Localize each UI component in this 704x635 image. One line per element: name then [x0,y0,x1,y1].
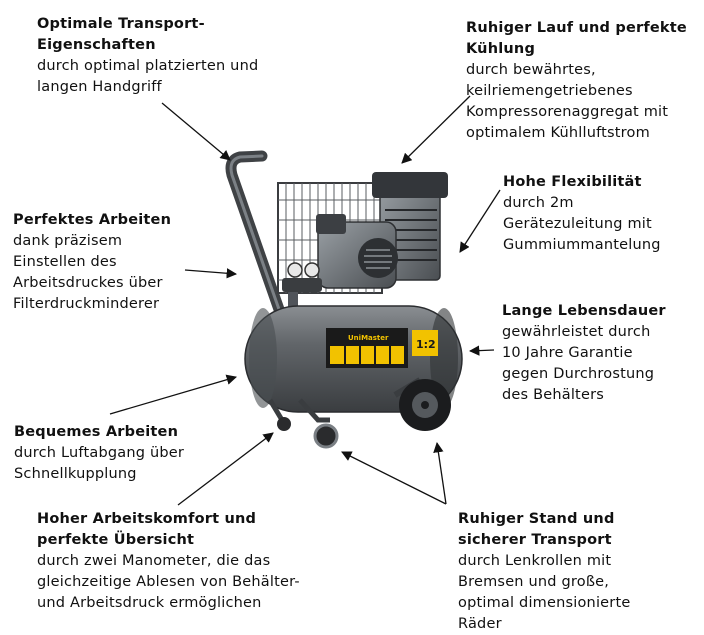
callout-heading: Hohe Flexibilität [503,174,642,190]
callout-heading: Ruhiger Lauf und perfekte [466,20,687,36]
callout-body: Räder [458,616,502,632]
arrow-arbeiten [184,268,238,279]
callout-body: durch Lenkrollen mit [458,553,612,569]
callout-body: optimal dimensionierte [458,595,631,611]
callout-body: gewährleistet durch [502,324,651,340]
callout-body: durch optimal platzierten und [37,58,259,74]
callout-body: Arbeitsdruckes über [13,275,163,291]
callout-transport: Optimale Transport- Eigenschaften durch … [37,14,258,98]
callout-body: durch 2m [503,195,574,211]
callout-heading: Eigenschaften [37,37,156,53]
handle [225,150,288,324]
arrow-stand [433,441,447,505]
callout-komfort: Hoher Arbeitskomfort und perfekte Übersi… [37,509,300,614]
front-caster [267,398,339,449]
callout-heading: perfekte Übersicht [37,532,195,548]
callout-heading: Ruhiger Stand und [458,511,615,527]
callout-arbeiten: Perfektes Arbeiten dank präzisem Einstel… [13,210,171,315]
callout-heading: Kühlung [466,41,536,57]
callout-heading: Hoher Arbeitskomfort und [37,511,257,527]
callout-body: Einstellen des [13,254,117,270]
callout-body: Schnellkupplung [14,466,137,482]
callout-body: dank präzisem [13,233,123,249]
callout-body: gleichzeitige Ablesen von Behälter- [37,574,300,590]
callout-heading: sicherer Transport [458,532,612,548]
pointer-arrows [109,95,501,506]
arrow-bequem [109,374,237,415]
callout-heading: Perfektes Arbeiten [13,212,172,228]
product-label: UniMaster 1:2 [326,328,438,368]
callout-body: durch bewährtes, [466,62,596,78]
callout-stand: Ruhiger Stand und sicherer Transport dur… [458,509,630,635]
product-label-text: UniMaster [348,334,389,342]
callout-body: gegen Durchrostung [502,366,655,382]
rear-wheel [393,377,451,431]
callout-bequem: Bequemes Arbeiten durch Luftabgang über … [14,422,184,485]
callout-body: Filterdruckminderer [13,296,160,312]
electric-motor [316,214,398,289]
callout-body: Bremsen und große, [458,574,610,590]
callout-flexibilitaet: Hohe Flexibilität durch 2m Gerätezuleitu… [503,172,661,256]
callout-heading: Optimale Transport- [37,16,205,32]
callout-body: Gerätezuleitung mit [503,216,652,232]
callout-body: durch zwei Manometer, die das [37,553,271,569]
callout-kuehlung: Ruhiger Lauf und perfekte Kühlung durch … [466,18,687,144]
arrow-kuehlung [401,95,471,164]
arrow-flexibilitaet [459,189,501,253]
manometers [282,262,322,310]
arrow-komfort-1 [177,432,274,506]
callout-body: optimalem Kühlluftstrom [466,125,650,141]
callout-body: keilriemengetriebenes [466,83,633,99]
arrow-lebensdauer [468,345,495,356]
arrow-komfort-2 [341,451,447,505]
callout-body: und Arbeitsdruck ermöglichen [37,595,262,611]
tank-size-badge: 1:2 [416,338,436,351]
callout-body: durch Luftabgang über [14,445,185,461]
callout-heading: Lange Lebensdauer [502,303,666,319]
arrow-transport [161,102,231,161]
callout-heading: Bequemes Arbeiten [14,424,179,440]
callout-lebensdauer: Lange Lebensdauer gewährleistet durch 10… [502,301,666,406]
callout-body: des Behälters [502,387,604,403]
callout-body: Kompressorenaggregat mit [466,104,669,120]
callout-body: Gummiummantelung [503,237,661,253]
callout-body: 10 Jahre Garantie [502,345,633,361]
callout-body: langen Handgriff [37,79,162,95]
